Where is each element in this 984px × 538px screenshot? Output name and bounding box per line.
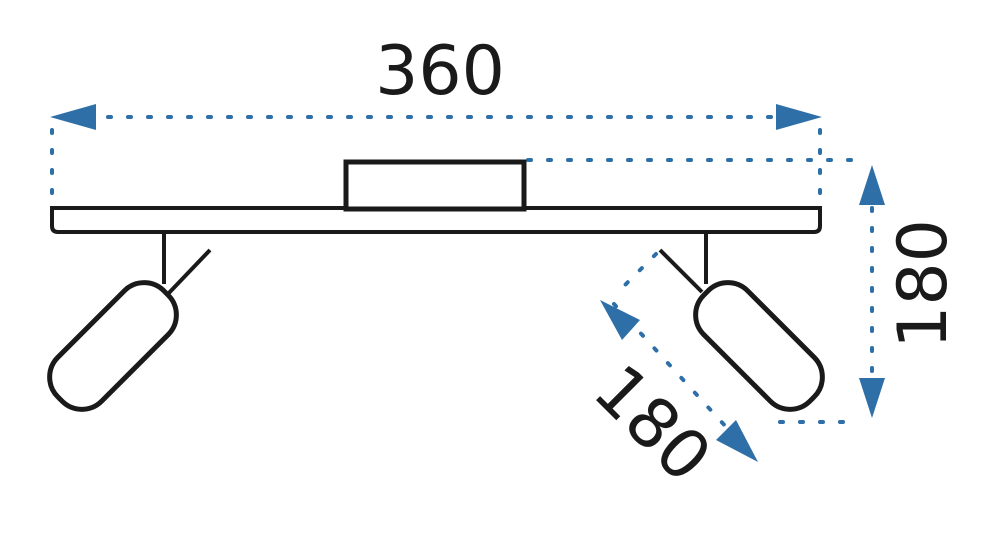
left-spot-arm xyxy=(164,248,212,298)
lamp-rail xyxy=(50,206,822,234)
right-spot-arm xyxy=(658,248,704,294)
lamp-body xyxy=(47,159,825,412)
height-label: 180 xyxy=(884,219,963,349)
height-arrow-bottom xyxy=(859,378,885,418)
spot-arrow-top xyxy=(600,300,640,340)
right-spot-head xyxy=(693,280,825,412)
lamp-canopy xyxy=(343,159,527,212)
width-arrow-left xyxy=(50,104,96,130)
spot-length-label: 180 xyxy=(578,350,726,498)
height-arrow-top xyxy=(859,165,885,205)
width-dimension: 360 xyxy=(50,32,822,207)
width-arrow-right xyxy=(776,104,822,130)
width-label: 360 xyxy=(375,32,505,111)
left-spot-head xyxy=(47,280,179,412)
spot-arrow-bottom xyxy=(716,420,758,462)
height-dimension: 180 xyxy=(526,158,963,424)
